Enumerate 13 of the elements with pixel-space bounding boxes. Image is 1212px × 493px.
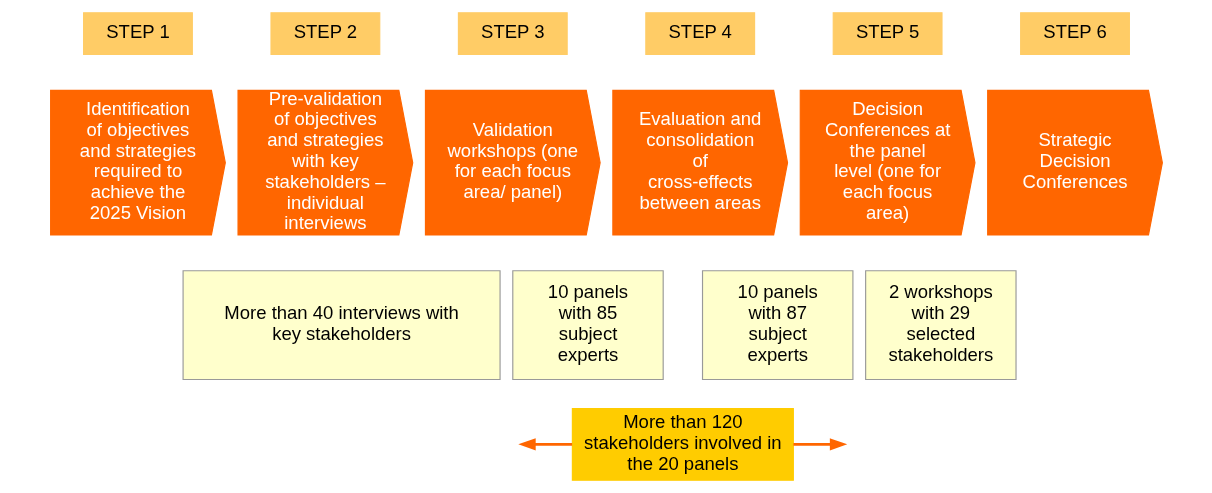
node-box: STEP 6 <box>1019 12 1130 56</box>
node-box: More than 40 interviews with key stakeholders <box>182 270 501 381</box>
node-box: 2 workshops with 29 selected stakeholders <box>864 270 1017 381</box>
node-box: STEP 3 <box>457 12 568 56</box>
node-box: More than 120 stakeholders involved in the 20 panels <box>571 407 794 481</box>
arrow <box>517 438 572 451</box>
node-box: STEP 1 <box>82 12 193 56</box>
arrow <box>792 438 847 451</box>
node-box: 10 panels with 87 subject experts <box>701 270 853 381</box>
node-box: STEP 2 <box>269 12 380 56</box>
node-box: STEP 5 <box>832 12 943 56</box>
node-box: STEP 4 <box>644 12 755 56</box>
node-box: 10 panels with 85 subject experts <box>511 270 664 381</box>
